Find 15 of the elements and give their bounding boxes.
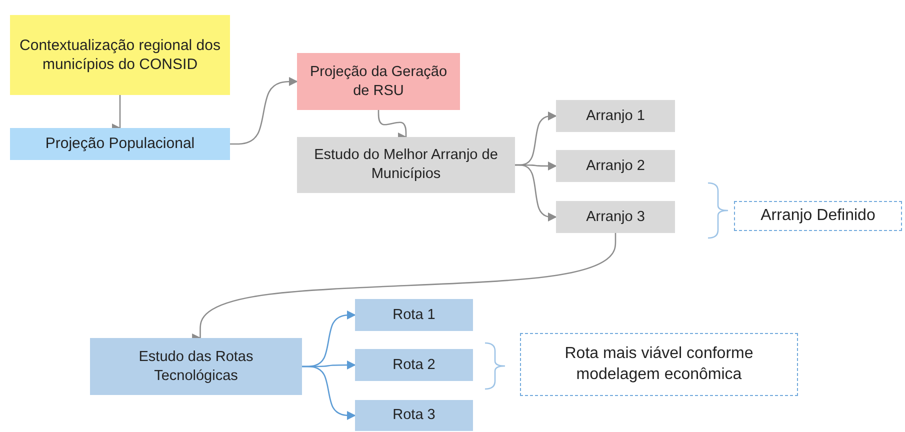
process-box: Estudo do Melhor Arranjo de Municípios — [297, 137, 515, 193]
process-box: Arranjo 2 — [556, 150, 675, 182]
process-box: Projeção da Geração de RSU — [297, 53, 460, 110]
process-box: Arranjo 3 — [556, 201, 675, 233]
result-box: Arranjo Definido — [734, 201, 902, 231]
process-box: Arranjo 1 — [556, 100, 675, 132]
process-box: Contextualização regional dos municípios do CONSID — [10, 15, 230, 95]
arrow — [301, 366, 356, 420]
arrow — [229, 76, 298, 145]
arrow — [514, 164, 557, 222]
process-box: Projeção Populacional — [10, 128, 230, 160]
process-box: Rota 3 — [355, 400, 473, 431]
process-box: Rota 2 — [355, 349, 473, 381]
process-box: Estudo das Rotas Tecnológicas — [90, 338, 302, 395]
result-box: Rota mais viável conforme modelagem econômica — [520, 333, 798, 396]
